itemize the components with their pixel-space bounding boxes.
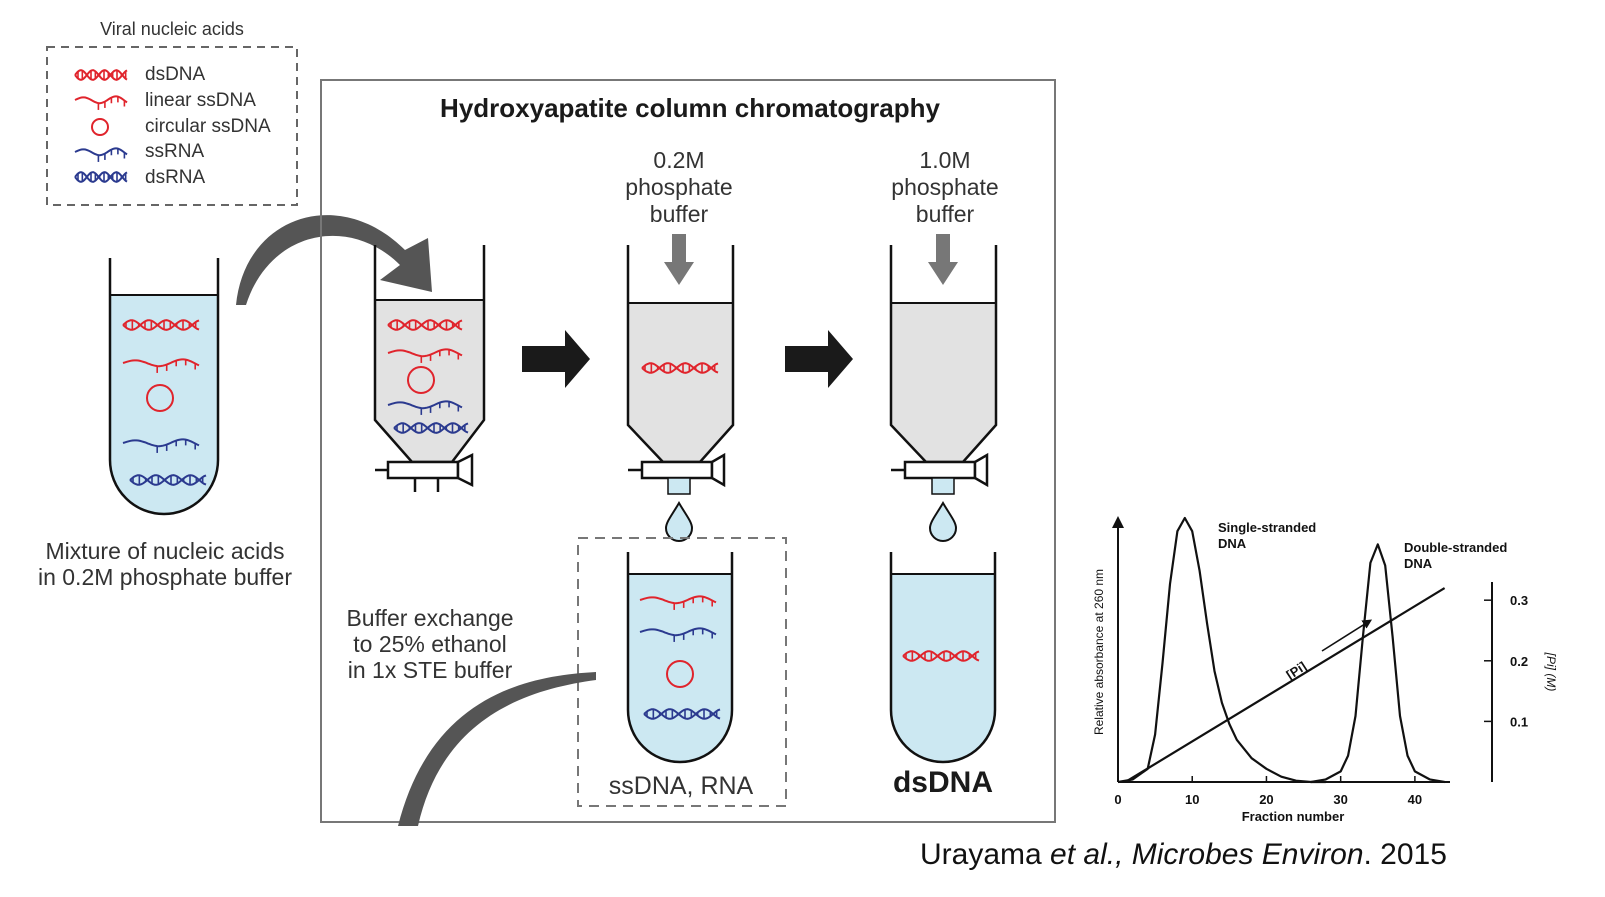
x-tick-label: 0 bbox=[1114, 792, 1121, 807]
column-elute bbox=[889, 245, 998, 542]
legend-label-dsdna: dsDNA bbox=[145, 64, 206, 85]
buffer-02-line3: buffer bbox=[650, 201, 709, 227]
mixture-caption-line2: in 0.2M phosphate buffer bbox=[37, 564, 293, 590]
chromatography-panel bbox=[320, 79, 1056, 823]
legend-label-dsrna: dsRNA bbox=[145, 167, 206, 188]
ssrna-strand-icon bbox=[387, 400, 463, 415]
fraction-ss-label: ssDNA, RNA bbox=[609, 772, 754, 800]
y2-tick-label: 0.1 bbox=[1510, 714, 1528, 729]
elution-chart: 0 10 20 30 40 0.1 0.2 0.3 Relative absorbance a… bbox=[1092, 516, 1558, 824]
circular-ssdna-circle-icon bbox=[666, 660, 694, 688]
dsrna-helix-icon bbox=[393, 422, 469, 434]
legend-label-circular-ssdna: circular ssDNA bbox=[145, 116, 271, 137]
legend-label-ssrna: ssRNA bbox=[145, 141, 204, 162]
annotation-ss-2: DNA bbox=[1218, 536, 1247, 551]
droplet-icon bbox=[928, 501, 958, 542]
citation-year: . 2015 bbox=[1363, 838, 1447, 871]
column-loaded bbox=[373, 245, 486, 492]
circular-ssdna-circle-icon bbox=[146, 384, 174, 412]
column-wash bbox=[626, 245, 735, 542]
ssrna-strand-icon bbox=[639, 627, 717, 642]
molecules bbox=[122, 319, 980, 720]
y2-tick-label: 0.3 bbox=[1510, 593, 1528, 608]
arrow-right-1-icon bbox=[522, 330, 590, 388]
dsrna-helix-icon bbox=[74, 171, 128, 183]
annotation-pi: [Pi] bbox=[1283, 659, 1309, 683]
buffer-02-line2: phosphate bbox=[625, 174, 732, 200]
mixture-caption-line1: Mixture of nucleic acids bbox=[45, 538, 285, 564]
dsdna-helix-icon bbox=[74, 69, 128, 81]
curved-arrow-exchange bbox=[398, 672, 596, 826]
series-line-1 bbox=[1310, 543, 1445, 784]
circular-ssdna-circle-icon bbox=[407, 366, 435, 394]
x-tick-label: 20 bbox=[1259, 792, 1273, 807]
fraction-ds-label: dsDNA bbox=[893, 766, 993, 799]
curved-arrow-load bbox=[236, 215, 432, 305]
buffer-02-concentration: 0.2M bbox=[653, 147, 704, 173]
buffer-10-concentration: 1.0M bbox=[919, 147, 970, 173]
arrow-right-2-icon bbox=[785, 330, 853, 388]
legend-title: Viral nucleic acids bbox=[100, 19, 244, 39]
dsdna-helix-icon bbox=[387, 319, 463, 331]
stopcock-icon bbox=[375, 452, 474, 492]
linear-ssdna-strand-icon bbox=[122, 358, 200, 373]
dsrna-helix-icon bbox=[643, 708, 721, 720]
annotation-ds-2: DNA bbox=[1404, 556, 1433, 571]
x-tick-label: 10 bbox=[1185, 792, 1199, 807]
ssrna-strand-icon bbox=[74, 147, 128, 162]
annotation-ds-1: Double-stranded bbox=[1404, 540, 1507, 555]
mixture-caption: Mixture of nucleic acids in 0.2M phospha… bbox=[10, 538, 320, 590]
y2-axis-label: [Pi] (M) bbox=[1544, 652, 1558, 692]
panel-title: Hydroxyapatite column chromatography bbox=[440, 93, 940, 123]
exchange-caption-line1: Buffer exchange bbox=[346, 605, 514, 631]
exchange-caption-line2: to 25% ethanol bbox=[353, 631, 507, 657]
citation: Urayama et al., Microbes Environ. 2015 bbox=[920, 838, 1580, 872]
buffer-10-line3: buffer bbox=[916, 201, 975, 227]
legend: Viral nucleic acids dsDNA linear ssDNA c… bbox=[46, 14, 298, 206]
collection-tube-ss bbox=[577, 537, 787, 807]
annotation-ss-1: Single-stranded bbox=[1218, 520, 1316, 535]
x-tick-label: 30 bbox=[1333, 792, 1347, 807]
series-line-2 bbox=[1124, 587, 1446, 783]
x-tick-label: 40 bbox=[1408, 792, 1422, 807]
dsdna-helix-icon bbox=[641, 362, 719, 374]
citation-author: Urayama bbox=[920, 838, 1051, 871]
series-line-0 bbox=[1117, 516, 1326, 784]
pi-arrow bbox=[1321, 619, 1373, 652]
citation-journal: et al., Microbes Environ bbox=[1050, 838, 1364, 871]
x-axis-label: Fraction number bbox=[1242, 809, 1345, 824]
exchange-caption-line3: in 1x STE buffer bbox=[347, 657, 513, 683]
dsdna-helix-icon bbox=[122, 319, 200, 331]
collection-tube-ds bbox=[889, 552, 997, 764]
linear-ssdna-strand-icon bbox=[639, 595, 717, 610]
linear-ssdna-strand-icon bbox=[74, 95, 128, 110]
y-axis-label: Relative absorbance at 260 nm bbox=[1092, 569, 1106, 735]
down-arrow-grey-2-icon bbox=[928, 234, 958, 285]
down-arrow-grey-1-icon bbox=[664, 234, 694, 285]
ssrna-strand-icon bbox=[122, 438, 200, 453]
droplet-icon bbox=[664, 501, 694, 542]
y2-tick-label: 0.2 bbox=[1510, 654, 1528, 669]
buffer-10-line2: phosphate bbox=[891, 174, 998, 200]
circular-ssdna-circle-icon bbox=[91, 118, 109, 136]
mixture-tube bbox=[108, 258, 220, 516]
linear-ssdna-strand-icon bbox=[387, 348, 463, 363]
dsdna-helix-icon bbox=[902, 650, 980, 662]
dsrna-helix-icon bbox=[129, 474, 207, 486]
legend-label-linear-ssdna: linear ssDNA bbox=[145, 90, 256, 111]
exchange-caption: Buffer exchange to 25% ethanol in 1x STE… bbox=[325, 605, 535, 683]
